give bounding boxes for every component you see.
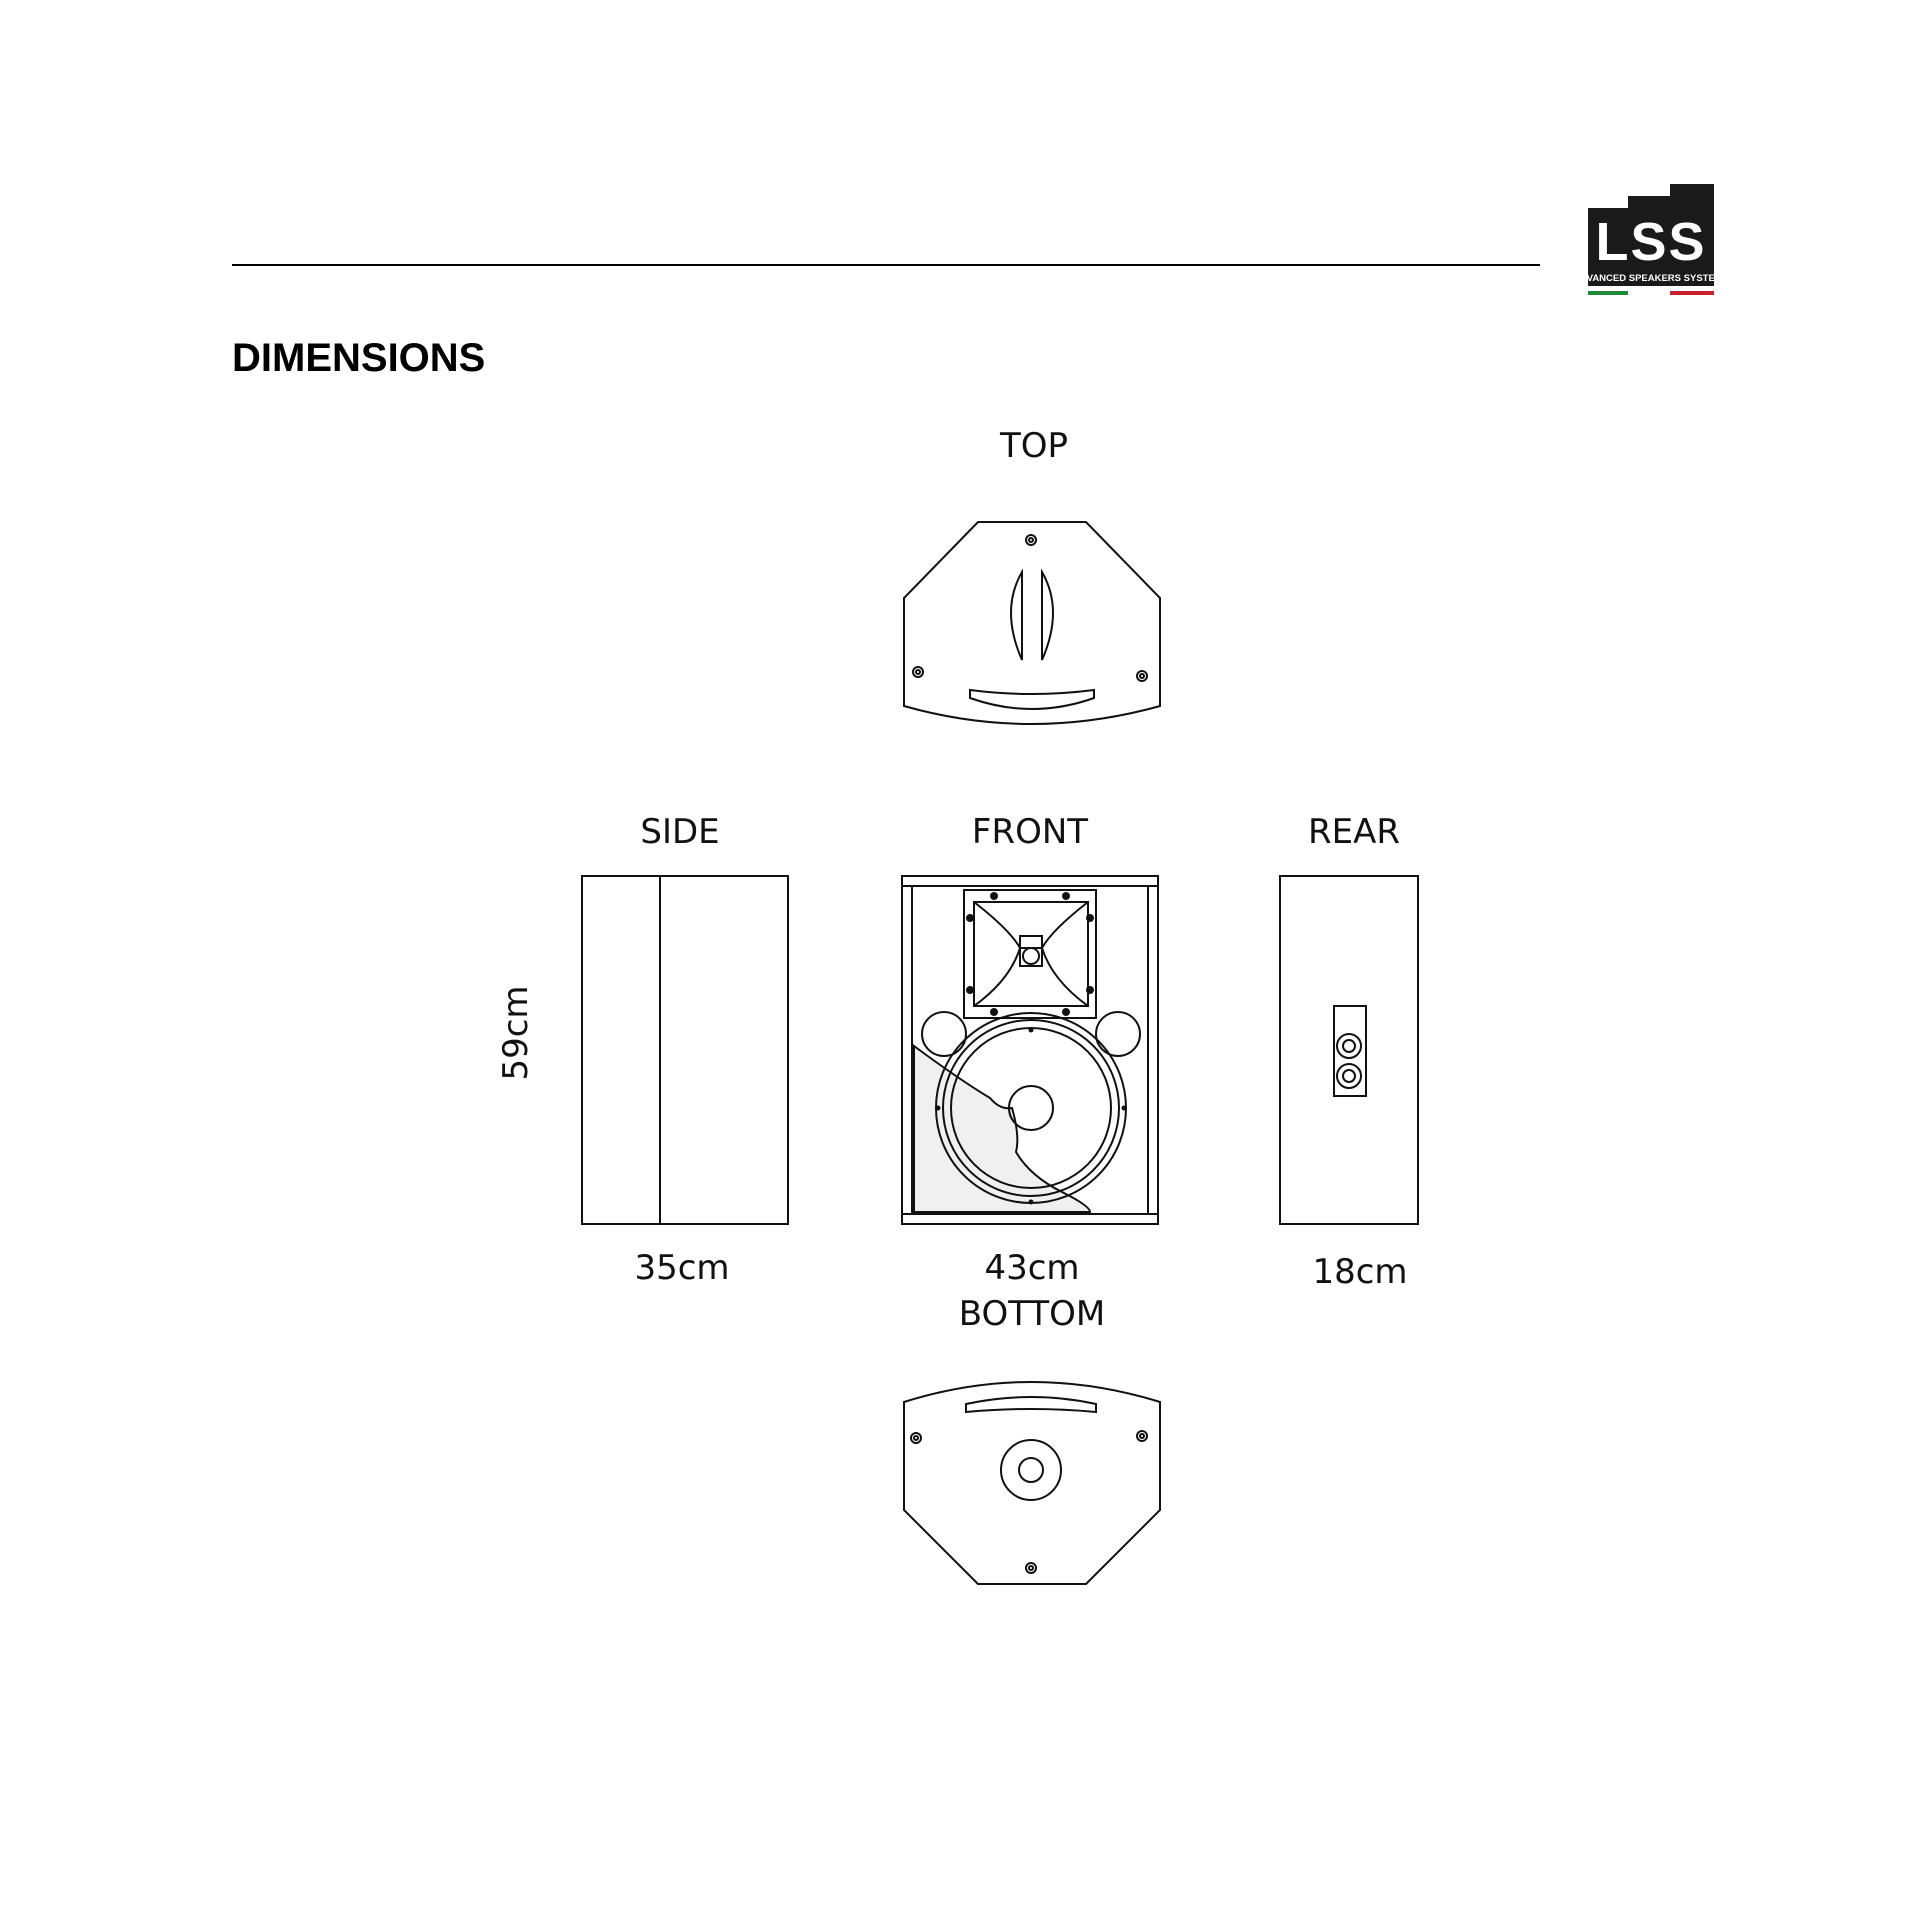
label-top: TOP [999, 426, 1069, 466]
label-bottom: BOTTOM [958, 1294, 1106, 1334]
label-side: SIDE [640, 812, 720, 852]
bottom-view-drawing [900, 1376, 1162, 1586]
header-rule [232, 264, 1540, 266]
dim-depth: 35cm [634, 1248, 730, 1288]
logo-tagline: ADVANCED SPEAKERS SYSTEMS [1588, 273, 1714, 284]
lss-logo: LSS ADVANCED SPEAKERS SYSTEMS [1588, 184, 1714, 295]
front-view-drawing [900, 874, 1162, 1226]
label-front: FRONT [971, 812, 1089, 852]
dim-rear-width: 18cm [1312, 1252, 1408, 1292]
label-rear: REAR [1308, 812, 1400, 852]
side-view-drawing [580, 874, 792, 1226]
logo-text: LSS [1595, 212, 1706, 272]
page-title: DIMENSIONS [232, 336, 486, 380]
top-view-drawing [900, 518, 1162, 728]
dim-height: 59cm [496, 985, 536, 1081]
dim-width: 43cm [984, 1248, 1080, 1288]
rear-view-drawing [1278, 874, 1422, 1226]
